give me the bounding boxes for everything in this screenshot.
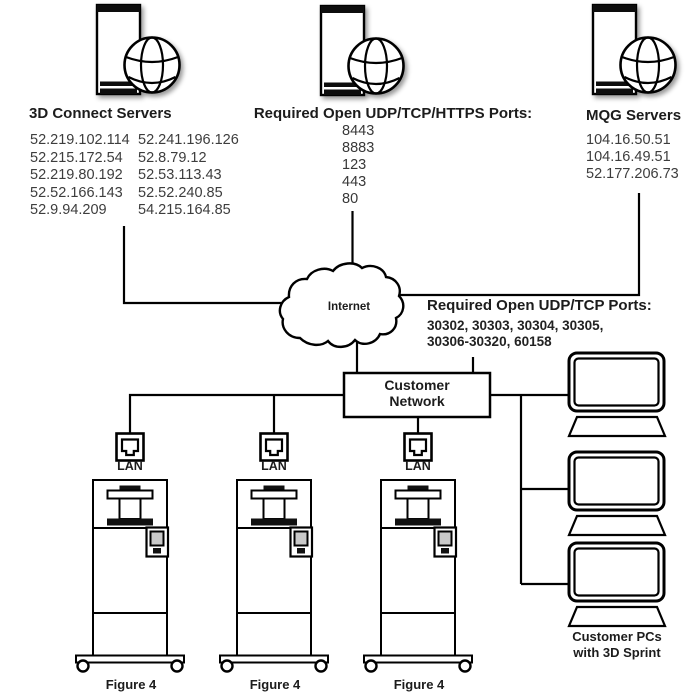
monitor-icon-3 — [567, 541, 667, 628]
port-number: 123 — [342, 156, 367, 173]
monitor-icon-2 — [567, 450, 667, 537]
ports-right-line2: 30306-30320, 60158 — [427, 334, 552, 349]
connector-network-to-pcs — [490, 393, 572, 586]
customer-network-box — [342, 371, 492, 419]
customer-network-label: Customer Network — [384, 377, 450, 409]
ip-address: 52.52.240.85 — [138, 184, 223, 201]
ip-address: 104.16.49.51 — [586, 148, 671, 165]
servers-right-title: MQG Servers — [586, 107, 682, 124]
ports-center-list: 8443 8883 123 443 80 — [342, 123, 374, 208]
customer-network-line2: Network — [389, 392, 445, 409]
lan-label-2: LAN — [261, 459, 287, 473]
ip-address: 52.241.196.126 — [138, 132, 239, 148]
server-globe-icon-center — [319, 4, 405, 97]
servers-right-ip-list: 104.16.50.51 104.16.49.51 52.177.206.73 — [586, 132, 679, 183]
connector-mqg-to-internet — [400, 193, 641, 297]
servers-left-ip-column-1: 52.219.102.114 52.215.172.54 52.219.80.1… — [30, 132, 130, 220]
figure-caption-2: Figure 4 — [249, 677, 301, 692]
ip-address: 104.16.50.51 — [586, 132, 671, 148]
customer-network-line1: Customer — [384, 377, 450, 393]
customer-pcs-line2: with 3D Sprint — [573, 644, 661, 660]
ip-address: 52.215.172.54 — [30, 149, 123, 166]
internet-label: Internet — [327, 301, 371, 313]
printer-icon-1 — [74, 478, 186, 673]
lan-label-1: LAN — [117, 459, 143, 473]
servers-left-title: 3D Connect Servers — [29, 105, 172, 122]
ip-address: 52.53.113.43 — [138, 167, 222, 184]
figure-caption-3: Figure 4 — [393, 677, 445, 692]
port-number: 8883 — [342, 139, 375, 156]
port-number: 443 — [342, 173, 367, 190]
ports-right-title: Required Open UDP/TCP Ports: — [427, 297, 652, 314]
connector-network-to-lan-bus — [128, 393, 344, 434]
connector-3dconnect-to-internet — [122, 226, 293, 305]
printer-icon-2 — [218, 478, 330, 673]
monitor-icon-1 — [567, 351, 667, 438]
ip-address: 54.215.164.85 — [138, 202, 231, 219]
servers-left-ip-column-2: 52.241.196.126 52.8.79.12 52.53.113.43 5… — [138, 132, 239, 220]
lan-port-icon-1 — [115, 432, 145, 462]
ip-address: 52.177.206.73 — [586, 165, 679, 182]
internet-cloud-icon — [278, 262, 405, 349]
lan-label-3: LAN — [405, 459, 431, 473]
ports-right-line1: 30302, 30303, 30304, 30305, — [427, 318, 604, 333]
lan-port-icon-2 — [259, 432, 289, 462]
printer-icon-3 — [362, 478, 474, 673]
ip-address: 52.219.80.192 — [30, 167, 123, 184]
port-number: 80 — [342, 190, 359, 207]
ports-center-title: Required Open UDP/TCP/HTTPS Ports: — [253, 105, 533, 122]
customer-pcs-label: Customer PCs with 3D Sprint — [572, 629, 662, 660]
ip-address: 52.8.79.12 — [138, 149, 207, 166]
server-globe-icon-right — [591, 3, 677, 96]
ip-address: 52.9.94.209 — [30, 202, 107, 219]
ip-address: 52.52.166.143 — [30, 184, 123, 201]
server-globe-icon-left — [95, 3, 181, 96]
figure-caption-1: Figure 4 — [105, 677, 157, 692]
lan-port-icon-3 — [403, 432, 433, 462]
ports-right-block: Required Open UDP/TCP Ports: 30302, 3030… — [427, 297, 652, 350]
customer-pcs-line1: Customer PCs — [572, 629, 662, 644]
ip-address: 52.219.102.114 — [30, 132, 130, 148]
port-number: 8443 — [342, 123, 375, 139]
